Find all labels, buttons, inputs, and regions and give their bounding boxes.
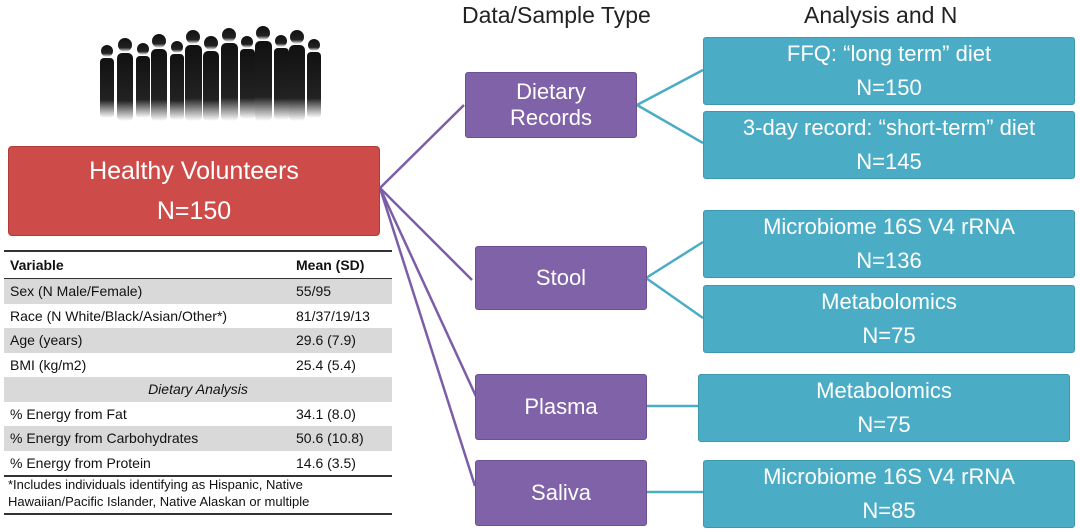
healthy-volunteers-box: Healthy Volunteers N=150	[8, 146, 380, 236]
analysis-n: N=145	[856, 149, 922, 174]
sample-type-saliva: Saliva	[475, 460, 647, 526]
header-analysis-and-n: Analysis and N	[804, 2, 958, 28]
dietary-analysis-section: Dietary Analysis	[4, 377, 392, 402]
analysis-n: N=75	[862, 323, 916, 348]
teal-connectors	[636, 68, 704, 494]
analysis-saliva-microbiome: Microbiome 16S V4 rRNA N=85	[703, 460, 1075, 528]
sample-type-label: Dietary Records	[510, 79, 592, 130]
connector-to-stool	[379, 187, 473, 281]
variable-cell: % Energy from Carbohydrates	[4, 426, 290, 451]
table-row: % Energy from Carbohydrates 50.6 (10.8)	[4, 426, 392, 451]
sample-type-stool: Stool	[475, 246, 647, 310]
variable-cell: Age (years)	[4, 328, 290, 353]
value-cell: 34.1 (8.0)	[296, 405, 356, 422]
table-row: % Energy from Protein 14.6 (3.5)	[4, 450, 392, 477]
variable-cell: % Energy from Protein	[4, 450, 290, 477]
analysis-title: FFQ: “long term” diet	[786, 41, 992, 66]
analysis-title: 3-day record: “short-term” diet	[742, 115, 1036, 140]
analysis-n: N=75	[857, 412, 911, 437]
analysis-n: N=150	[856, 75, 922, 100]
column-header-mean-sd: Mean (SD)	[290, 250, 392, 279]
sample-type-label: Stool	[535, 265, 587, 290]
column-header-variable: Variable	[4, 250, 290, 279]
analysis-n: N=136	[856, 248, 922, 273]
analysis-plasma-metabolomics: Metabolomics N=75	[698, 374, 1070, 442]
table-row: Race (N White/Black/Asian/Other*) 81/37/…	[4, 304, 392, 329]
table-row: Age (years) 29.6 (7.9)	[4, 328, 392, 353]
variable-cell: BMI (kg/m2)	[10, 356, 87, 373]
table-row: BMI (kg/m2) 25.4 (5.4)	[4, 353, 392, 378]
sample-type-dietary-records: Dietary Records	[465, 72, 637, 138]
variable-cell: Race (N White/Black/Asian/Other*)	[10, 307, 228, 324]
value-cell: 29.6 (7.9)	[290, 328, 392, 353]
value-cell: 25.4 (5.4)	[296, 356, 356, 373]
variable-cell: Sex (N Male/Female)	[4, 278, 290, 304]
people-silhouette-icon	[100, 26, 321, 121]
analysis-title: Metabolomics	[816, 378, 952, 403]
sample-type-label: Saliva	[531, 480, 591, 505]
value-cell: 50.6 (10.8)	[290, 426, 392, 451]
analysis-ffq-long-term: FFQ: “long term” diet N=150	[703, 37, 1075, 105]
purple-connectors	[378, 104, 482, 487]
header-data-sample-type: Data/Sample Type	[462, 2, 651, 28]
connector-to-plasma	[378, 187, 482, 406]
value-cell: 81/37/19/13	[296, 307, 370, 324]
table-row: % Energy from Fat 34.1 (8.0)	[4, 402, 392, 427]
analysis-3-day-record: 3-day record: “short-term” diet N=145	[703, 111, 1075, 179]
connector-to-dietary-records	[379, 104, 465, 189]
analysis-title: Microbiome 16S V4 rRNA	[763, 214, 1015, 239]
table-row: Sex (N Male/Female) 55/95	[4, 278, 392, 304]
value-cell: 55/95	[290, 278, 392, 304]
value-cell: 14.6 (3.5)	[290, 450, 392, 477]
cohort-title: Healthy Volunteers	[89, 157, 299, 185]
connector-to-saliva	[378, 187, 477, 487]
sample-type-label: Plasma	[524, 394, 598, 419]
cohort-n: N=150	[156, 197, 232, 225]
demographics-table: Variable Mean (SD) Sex (N Male/Female) 5…	[4, 250, 392, 477]
analysis-title: Microbiome 16S V4 rRNA	[763, 464, 1015, 489]
analysis-stool-microbiome: Microbiome 16S V4 rRNA N=136	[703, 210, 1075, 278]
analysis-stool-metabolomics: Metabolomics N=75	[703, 285, 1075, 353]
table-section-row: Dietary Analysis	[4, 377, 392, 402]
table-footnote: *Includes individuals identifying as His…	[4, 476, 392, 515]
analysis-title: Metabolomics	[821, 289, 957, 314]
variable-cell: % Energy from Fat	[10, 405, 127, 422]
sample-type-plasma: Plasma	[475, 374, 647, 440]
analysis-n: N=85	[862, 498, 916, 523]
